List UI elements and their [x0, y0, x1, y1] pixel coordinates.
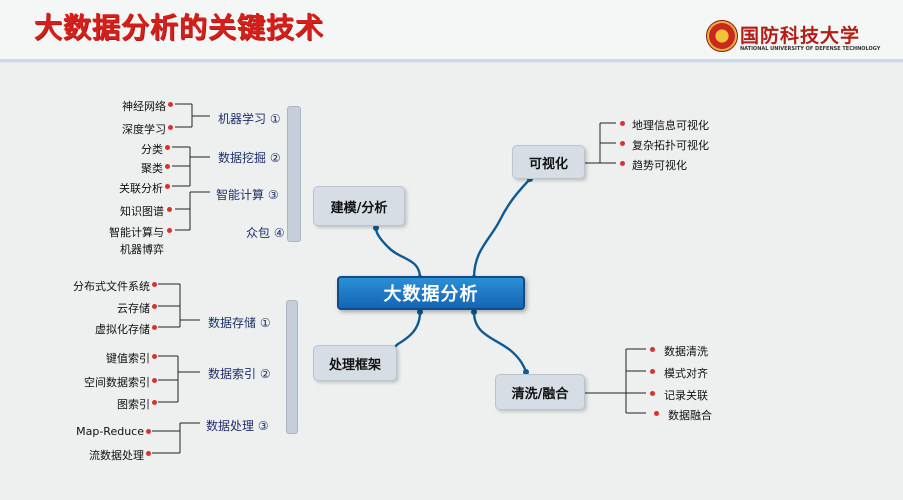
- leaf-label: 地理信息可视化: [632, 119, 709, 132]
- emblem-icon: [706, 20, 738, 52]
- bullet-dot: [152, 354, 157, 359]
- leaf-label: 数据融合: [668, 409, 712, 422]
- leaf-label: 聚类: [141, 162, 163, 175]
- bullet-dot: [152, 378, 157, 383]
- divider: [0, 62, 903, 63]
- branch-visualization-label: 可视化: [528, 156, 568, 172]
- framework-group-bracket: [286, 300, 298, 434]
- bullet-dot: [168, 102, 173, 107]
- bullet-dot: [620, 161, 625, 166]
- connector-viz: [472, 177, 532, 280]
- bullet-dot: [654, 411, 659, 416]
- branch-model-label: 建模/分析: [330, 200, 388, 216]
- group-label: 数据索引 ②: [208, 367, 271, 381]
- bullet-dot: [650, 391, 655, 396]
- branch-cleaning-fusion: 清洗/融合: [495, 374, 585, 410]
- branch-visualization: 可视化: [512, 145, 585, 179]
- leaf-label: 模式对齐: [664, 367, 708, 380]
- leaf-label: 云存储: [117, 302, 150, 315]
- leaf-label: 深度学习: [122, 123, 166, 136]
- group-label: 数据存储 ①: [208, 316, 271, 330]
- leaf-label: 复杂拓扑可视化: [632, 139, 709, 152]
- bullet-dot: [650, 369, 655, 374]
- university-logo: 国防科技大学 NATIONAL UNIVERSITY OF DEFENSE TE…: [706, 20, 896, 60]
- group-label: 机器学习 ①: [218, 112, 281, 126]
- leaf-label: 流数据处理: [89, 449, 144, 462]
- bullet-dot: [167, 207, 172, 212]
- bullet-dot: [152, 304, 157, 309]
- bullet-dot: [165, 164, 170, 169]
- leaf-label: 数据清洗: [664, 345, 708, 358]
- leaf-label: Map-Reduce: [76, 425, 144, 438]
- bullet-dot: [650, 347, 655, 352]
- leaf-label: 趋势可视化: [632, 159, 687, 172]
- divider: [0, 59, 903, 62]
- leaf-label: 分布式文件系统: [73, 280, 150, 293]
- logo-name: 国防科技大学: [740, 25, 861, 47]
- bullet-dot: [167, 228, 172, 233]
- bullet-dot: [146, 429, 151, 434]
- leaf-label: 神经网络: [122, 100, 166, 113]
- branch-model: 建模/分析: [313, 186, 405, 226]
- leaf-label: 虚拟化存储: [95, 323, 150, 336]
- bullet-dot: [152, 400, 157, 405]
- bullet-dot: [620, 141, 625, 146]
- connector-framework: [392, 310, 422, 354]
- bullet-dot: [152, 282, 157, 287]
- bullet-dot: [168, 125, 173, 130]
- model-group-bracket: [287, 106, 301, 242]
- connector-clean: [472, 310, 528, 374]
- leaf-label: 关联分析: [119, 182, 163, 195]
- leaf-label: 图索引: [117, 398, 150, 411]
- leaf-label: 键值索引: [106, 352, 150, 365]
- connector-model: [374, 226, 422, 280]
- group-label: 数据处理 ③: [206, 419, 269, 433]
- leaf-label: 记录关联: [664, 389, 708, 402]
- bullet-dot: [146, 451, 151, 456]
- branch-framework-label: 处理框架: [328, 357, 381, 373]
- branch-cleaning-label: 清洗/融合: [511, 386, 569, 402]
- leaf-label: 知识图谱: [120, 205, 164, 218]
- group-label: 智能计算 ③: [216, 188, 279, 202]
- leaf-label: 智能计算与: [109, 226, 164, 239]
- leaf-label: 分类: [141, 143, 163, 156]
- group-label: 数据挖掘 ②: [218, 151, 281, 165]
- leaf-label: 空间数据索引: [84, 376, 150, 389]
- leaf-label: 机器博弈: [120, 243, 164, 256]
- header-bar: [0, 0, 903, 60]
- bullet-dot: [165, 145, 170, 150]
- branch-framework: 处理框架: [313, 345, 397, 381]
- group-label: 众包 ④: [246, 226, 285, 240]
- bullet-dot: [165, 184, 170, 189]
- bullet-dot: [620, 121, 625, 126]
- page-title: 大数据分析的关键技术: [34, 11, 325, 44]
- logo-english-name: NATIONAL UNIVERSITY OF DEFENSE TECHNOLOG…: [740, 46, 881, 52]
- central-topic: 大数据分析: [337, 276, 525, 310]
- bullet-dot: [152, 325, 157, 330]
